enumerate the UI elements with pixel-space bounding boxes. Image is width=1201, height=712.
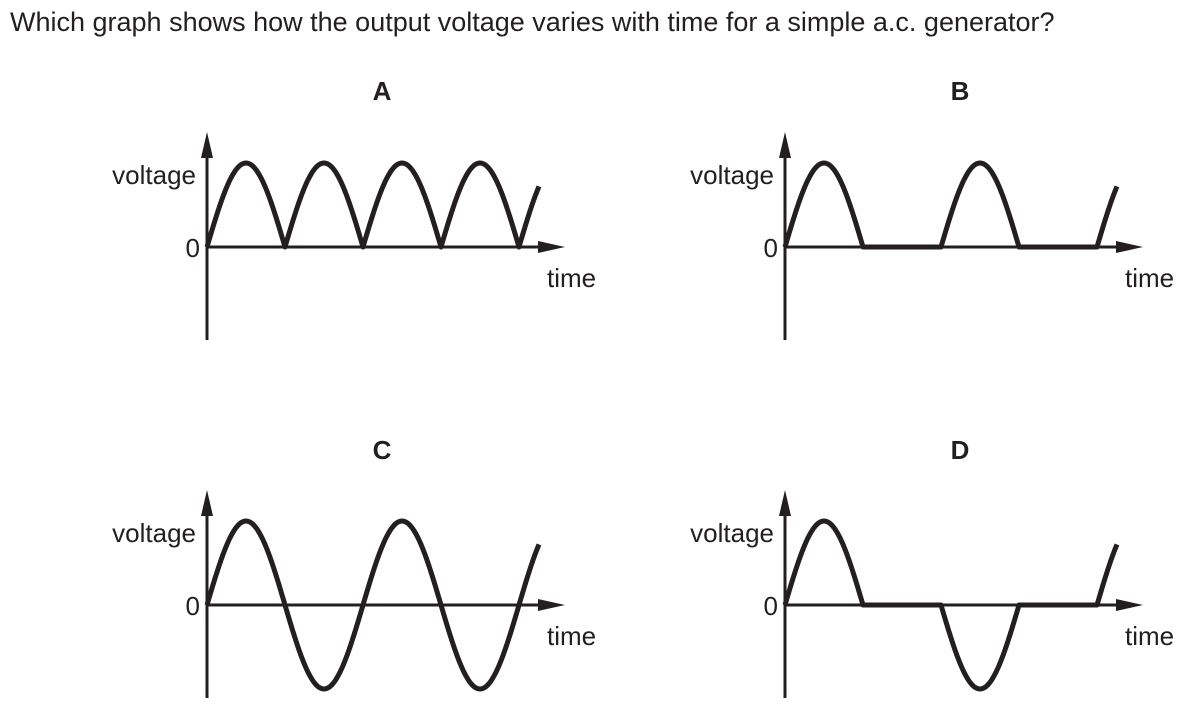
option-d-ylabel: voltage (690, 518, 774, 548)
option-d-origin: 0 (763, 591, 778, 621)
option-a-xlabel: time (547, 263, 597, 293)
option-d-waveform (782, 518, 1120, 692)
option-d-letter: D (950, 435, 970, 465)
option-d-x-arrow (1116, 599, 1143, 611)
option-d-y-arrow (779, 490, 791, 516)
option-a-x-arrow (538, 241, 565, 253)
option-b-letter: B (950, 76, 970, 106)
option-a-letter: A (372, 76, 392, 106)
option-b-waveform (782, 160, 1120, 250)
option-c-letter: C (372, 435, 392, 465)
option-b-y-arrow (779, 132, 791, 158)
option-b-origin: 0 (763, 233, 778, 263)
question-text: Which graph shows how the output voltage… (10, 7, 1055, 37)
option-c-y-arrow (201, 490, 213, 516)
option-b-x-arrow (1116, 241, 1143, 253)
option-a-y-arrow (201, 132, 213, 158)
option-b-xlabel: time (1125, 263, 1175, 293)
option-c-xlabel: time (547, 621, 597, 651)
option-c-x-arrow (538, 599, 565, 611)
option-d-xlabel: time (1125, 621, 1175, 651)
option-c-waveform (204, 518, 542, 692)
option-a-ylabel: voltage (112, 160, 196, 190)
option-a-waveform (204, 160, 542, 250)
option-a-origin: 0 (185, 233, 200, 263)
option-c-axes (201, 490, 565, 698)
option-c-origin: 0 (185, 591, 200, 621)
option-b-ylabel: voltage (690, 160, 774, 190)
option-c-ylabel: voltage (112, 518, 196, 548)
